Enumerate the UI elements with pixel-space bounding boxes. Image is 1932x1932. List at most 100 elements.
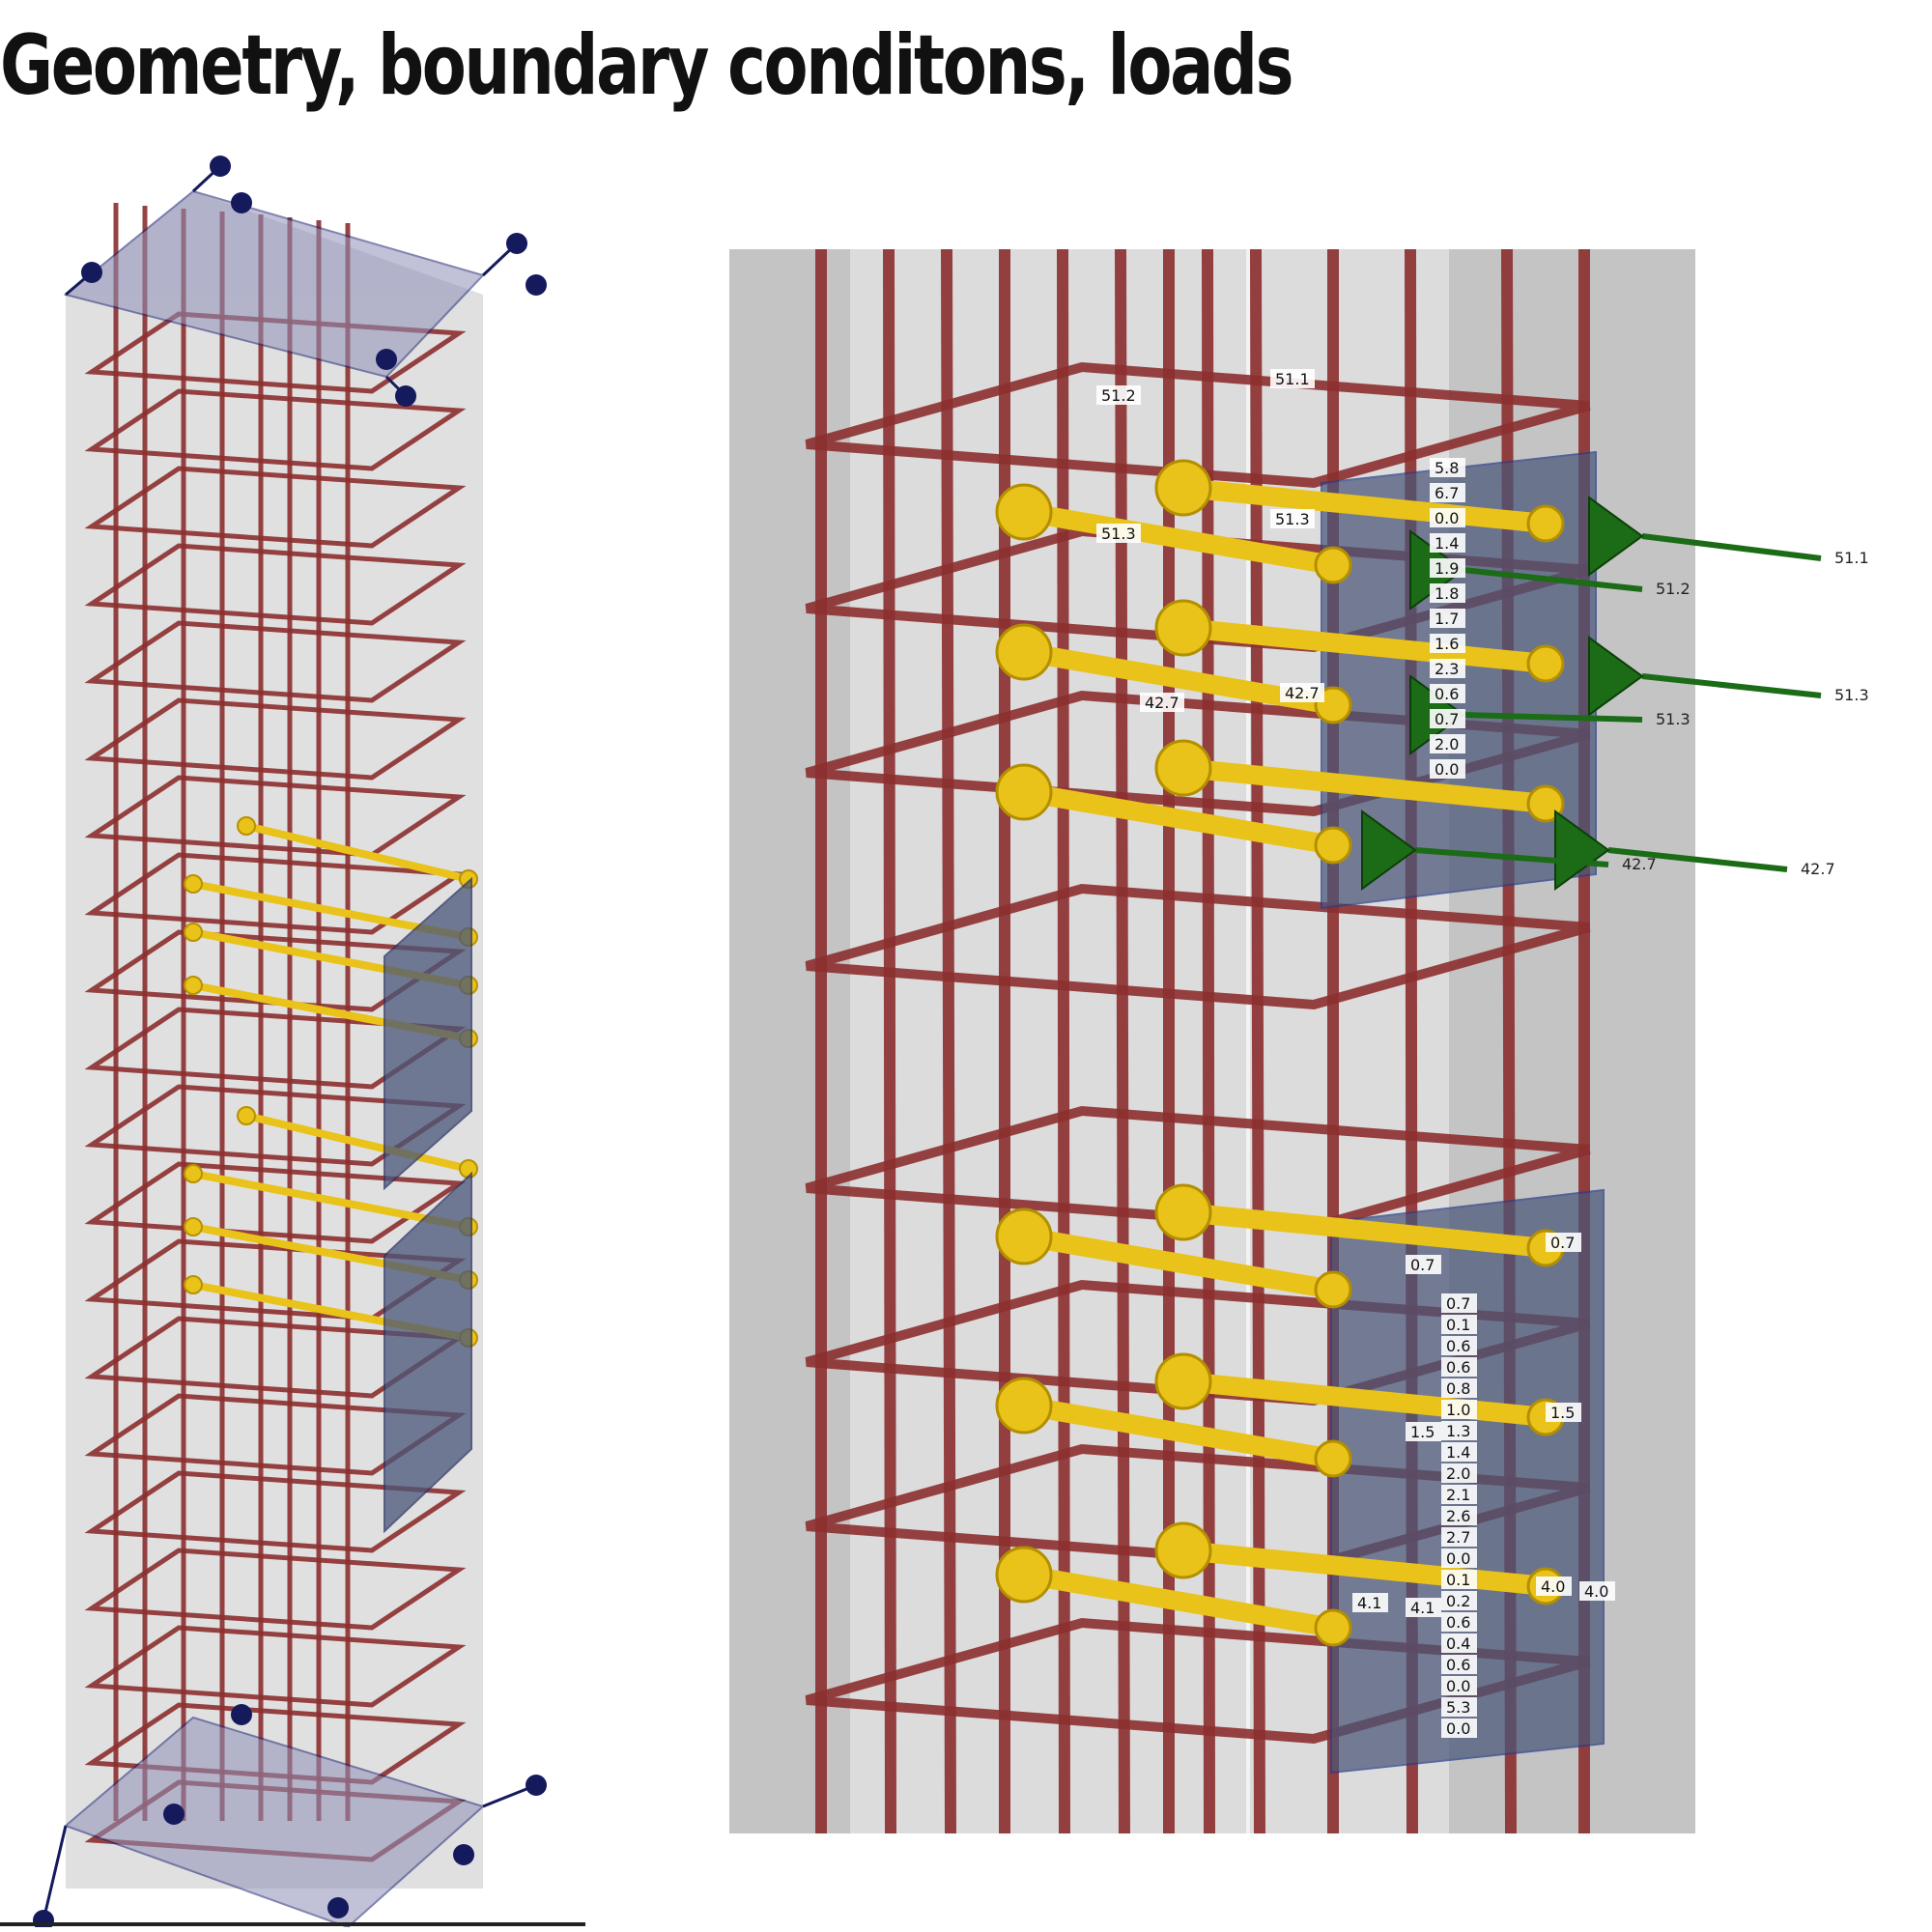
- anchor-nut: [1314, 1270, 1352, 1309]
- vertical-rebar: [1057, 248, 1070, 1834]
- anchor-nut: [1314, 1608, 1352, 1647]
- anchor-force-label: 51.1: [1275, 370, 1310, 388]
- plate-pressure-label: 0.1: [1446, 1316, 1470, 1334]
- load-label: 51.3: [1834, 686, 1869, 704]
- stirrup: [805, 361, 1591, 489]
- plate-pressure-label-bg: [1441, 1336, 1477, 1355]
- stirrup: [84, 388, 467, 471]
- anchor-nut: [459, 1159, 478, 1179]
- plate-pressure-label: 0.7: [1435, 710, 1459, 728]
- plate-pressure-label: 0.0: [1446, 1549, 1470, 1568]
- anchor-shaft: [242, 1112, 472, 1173]
- plate-pressure-label: 0.2: [1446, 1592, 1470, 1610]
- anchor-head: [184, 976, 203, 995]
- support-node: [453, 1844, 474, 1865]
- anchor-plate-lower: [384, 1171, 472, 1534]
- stirrup: [84, 620, 467, 703]
- anchor-head: [184, 874, 203, 894]
- plate-pressure-label-bg: [1441, 1719, 1477, 1738]
- plate-pressure-label: 2.0: [1446, 1464, 1470, 1483]
- anchor-force-label-bg: [1096, 385, 1141, 405]
- anchor-force-label: 0.7: [1550, 1234, 1575, 1252]
- load-label: 51.2: [1656, 580, 1690, 598]
- plate-pressure-label: 5.3: [1446, 1698, 1470, 1717]
- plate-pressure-label-bg: [1430, 659, 1465, 678]
- anchor-shaft: [1014, 1565, 1343, 1637]
- support-link: [42, 1825, 68, 1921]
- plate-pressure-label: 1.9: [1435, 559, 1459, 578]
- anchor-shaft: [1014, 1227, 1343, 1299]
- anchor-force-label-bg: [1352, 1593, 1388, 1612]
- load-arrow-cone: [1554, 810, 1610, 891]
- plate-pressure-label-bg: [1430, 709, 1465, 728]
- load-label: 42.7: [1622, 855, 1657, 873]
- plate-pressure-label: 1.4: [1435, 534, 1459, 553]
- load-arrow-cone: [1361, 810, 1417, 891]
- plate-pressure-label-bg: [1441, 1485, 1477, 1504]
- plate-pressure-label: 0.6: [1435, 685, 1459, 703]
- plate-pressure-label-bg: [1441, 1506, 1477, 1525]
- plate-pressure-label-bg: [1441, 1421, 1477, 1440]
- plate-pressure-label: 1.6: [1435, 635, 1459, 653]
- plate-pressure-label: 0.1: [1446, 1571, 1470, 1589]
- anchor-nut: [1314, 546, 1352, 584]
- plate-pressure-label-bg: [1430, 634, 1465, 653]
- support-node: [376, 349, 397, 370]
- anchor-force-label: 4.1: [1410, 1599, 1435, 1617]
- support-link: [482, 1783, 537, 1808]
- plate-pressure-label: 0.0: [1435, 509, 1459, 527]
- anchor-bolts: [184, 816, 478, 1348]
- load-label: 51.3: [1656, 710, 1690, 728]
- anchor-head: [184, 1164, 203, 1183]
- anchor-head: [995, 483, 1053, 541]
- plate-pressure-label: 0.0: [1446, 1677, 1470, 1695]
- stirrup: [84, 1470, 467, 1553]
- anchor-head: [1154, 1183, 1212, 1241]
- plate-pressure-label-bg: [1430, 458, 1465, 477]
- support-node: [231, 1704, 252, 1725]
- plate-pressure-label-bg: [1430, 684, 1465, 703]
- stirrup: [84, 697, 467, 781]
- load-label: 51.1: [1834, 549, 1869, 567]
- anchor-nut: [1314, 1439, 1352, 1478]
- plate-pressure-label-bg: [1430, 533, 1465, 553]
- plate-pressure-label-bg: [1441, 1357, 1477, 1377]
- anchor-force-label-bg: [1406, 1598, 1441, 1617]
- load-arrow-shaft: [1641, 673, 1822, 698]
- anchor-force-label-bg: [1536, 1577, 1572, 1596]
- load-arrow-shaft: [1463, 712, 1643, 723]
- plate-pressure-label-bg: [1441, 1378, 1477, 1398]
- vertical-rebar: [1250, 248, 1265, 1834]
- stirrup: [84, 466, 467, 549]
- stirrup: [84, 543, 467, 626]
- anchor-head: [995, 623, 1053, 681]
- plate-pressure-label-bg: [1441, 1612, 1477, 1632]
- plate-pressure-label-bg: [1441, 1676, 1477, 1695]
- anchor-force-label-bg: [1096, 524, 1141, 543]
- anchor-plate-upper: [384, 876, 472, 1191]
- plate-pressure-label: 2.6: [1446, 1507, 1470, 1525]
- anchor-shaft: [1174, 478, 1555, 533]
- anchor-force-label: 1.5: [1550, 1404, 1575, 1422]
- anchor-force-label-bg: [1270, 509, 1315, 528]
- anchor-nut: [1526, 504, 1565, 543]
- stirrup: [84, 1625, 467, 1708]
- anchor-head: [995, 1208, 1053, 1265]
- stirrup: [84, 775, 467, 858]
- plate-pressure-label: 1.3: [1446, 1422, 1470, 1440]
- anchor-nut: [1314, 826, 1352, 865]
- plate-pressure-label-bg: [1441, 1548, 1477, 1568]
- plate-pressure-label-bg: [1430, 609, 1465, 628]
- support-link: [65, 270, 93, 297]
- plate-pressure-label-bg: [1441, 1442, 1477, 1462]
- plate-pressure-label: 1.7: [1435, 610, 1459, 628]
- load-arrow-shaft: [1641, 533, 1822, 561]
- plate-pressure-label: 0.7: [1446, 1294, 1470, 1313]
- plate-pressure-label: 0.6: [1446, 1656, 1470, 1674]
- support-symbols: [33, 156, 547, 1927]
- anchor-shaft: [1174, 1372, 1555, 1427]
- plate-pressure-label: 0.0: [1446, 1719, 1470, 1738]
- plate-pressure-label-bg: [1430, 759, 1465, 779]
- vertical-rebar: [883, 248, 896, 1834]
